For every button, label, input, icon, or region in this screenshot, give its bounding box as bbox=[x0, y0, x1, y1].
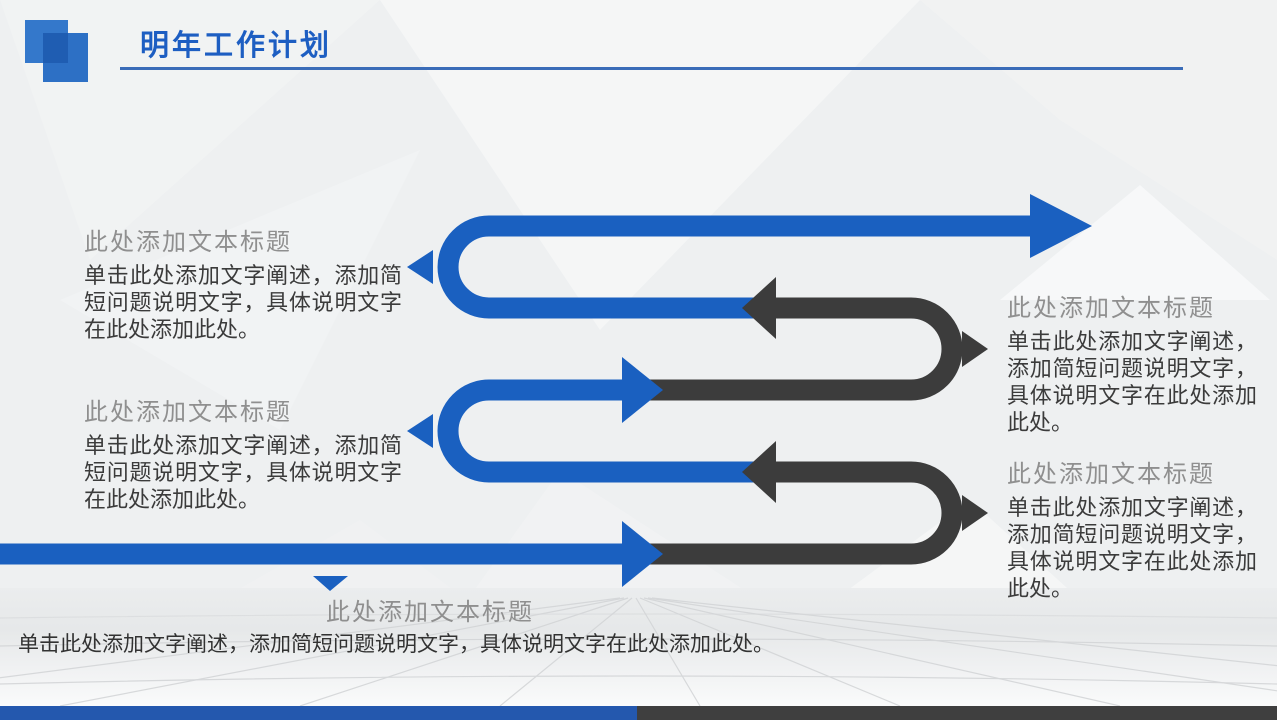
left-pointer-icon bbox=[407, 414, 433, 448]
text-block-title: 此处添加文本标题 bbox=[84, 399, 292, 426]
text-block-title: 此处添加文本标题 bbox=[326, 599, 534, 626]
text-block-body: 单击此处添加文字阐述，添加简短问题说明文字，具体说明文字在此处添加此处。 bbox=[1007, 329, 1257, 435]
floor-grid bbox=[0, 597, 1277, 706]
text-block-left-bottom: 此处添加文本标题 单击此处添加文字阐述，添加简短问题说明文字，具体说明文字在此处… bbox=[84, 398, 402, 513]
text-block-right-top: 此处添加文本标题 单击此处添加文字阐述，添加简短问题说明文字，具体说明文字在此处… bbox=[1007, 294, 1257, 436]
right-pointer-icon bbox=[962, 331, 988, 367]
right-pointer-icon bbox=[962, 495, 988, 531]
text-block-body: 单击此处添加文字阐述，添加简短问题说明文字，具体说明文字在此处添加此处。 bbox=[1007, 495, 1257, 601]
footer-bar-dark bbox=[637, 706, 1277, 720]
left-pointer-icon bbox=[407, 250, 433, 284]
text-block-body: 单击此处添加文字阐述，添加简短问题说明文字，具体说明文字在此处添加此处。 bbox=[84, 263, 402, 342]
footer-bar-blue bbox=[0, 706, 637, 720]
text-block-left-top: 此处添加文本标题 单击此处添加文字阐述，添加简短问题说明文字，具体说明文字在此处… bbox=[84, 228, 402, 343]
text-block-bottom-title: 此处添加文本标题 bbox=[240, 598, 620, 632]
page-title: 明年工作计划 bbox=[140, 30, 333, 62]
right-arrow-icon bbox=[622, 357, 663, 423]
left-arrow-icon bbox=[742, 441, 776, 503]
text-block-body: 单击此处添加文字阐述，添加简短问题说明文字，具体说明文字在此处添加此处。 bbox=[84, 433, 402, 512]
floor-perspective bbox=[0, 588, 1277, 706]
text-block-title: 此处添加文本标题 bbox=[84, 229, 292, 256]
right-arrow-icon bbox=[1030, 194, 1092, 258]
blue-arrow-segment-middle bbox=[437, 379, 802, 483]
slide-header: 明年工作计划 bbox=[0, 0, 1277, 90]
down-pointer-icon bbox=[313, 576, 348, 591]
logo-squares-icon bbox=[0, 0, 110, 95]
text-block-title: 此处添加文本标题 bbox=[1007, 461, 1215, 488]
left-arrow-icon bbox=[742, 277, 776, 339]
text-block-bottom-body: 单击此处添加文字阐述，添加简短问题说明文字，具体说明文字在此处添加此处。 bbox=[18, 631, 998, 658]
dark-arrow-segment-lower bbox=[638, 461, 963, 565]
text-block-title: 此处添加文本标题 bbox=[1007, 295, 1215, 322]
text-block-body: 单击此处添加文字阐述，添加简短问题说明文字，具体说明文字在此处添加此处。 bbox=[18, 633, 774, 656]
title-underline bbox=[120, 67, 1183, 70]
blue-arrow-segment-top bbox=[437, 215, 1030, 319]
logo-square-overlap bbox=[43, 33, 68, 63]
dark-arrow-segment-upper bbox=[638, 297, 963, 401]
right-arrow-icon bbox=[622, 521, 663, 587]
text-block-right-bottom: 此处添加文本标题 单击此处添加文字阐述，添加简短问题说明文字，具体说明文字在此处… bbox=[1007, 460, 1257, 602]
